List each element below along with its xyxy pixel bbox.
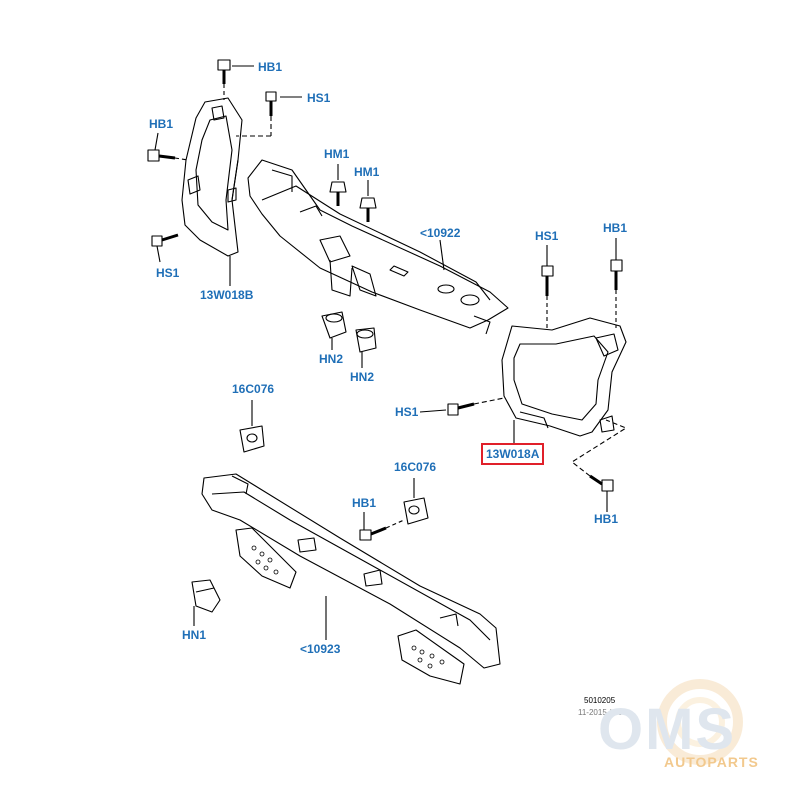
bolt-hb1-top: [217, 59, 254, 100]
label-13w018a-highlighted[interactable]: 13W018A: [481, 443, 545, 465]
bolt-hs1-mid: [419, 397, 505, 416]
label-hs1-mid: HS1: [395, 405, 419, 419]
ref-number: 5010205: [584, 696, 616, 705]
label-hs1-left: HS1: [156, 266, 180, 280]
ref-date: 11-2015 / 10: [578, 708, 623, 717]
label-hm1-b: HM1: [354, 165, 380, 179]
leader-10922: [439, 239, 445, 271]
bolt-hb1-right-bottom: [571, 419, 627, 512]
label-16c076-left: 16C076: [232, 382, 275, 396]
lower-beam-10923: [201, 473, 501, 685]
bolt-hb1-mid: [359, 512, 405, 541]
label-hs1-top: HS1: [307, 91, 331, 105]
watermark-gear-icon: [657, 679, 743, 765]
watermark-brand: OMS: [598, 697, 737, 762]
label-10922: <10922: [420, 226, 461, 240]
label-hn1: HN1: [182, 628, 207, 642]
clip-16c076-right: [403, 478, 429, 525]
right-bracket-13w018a: [501, 317, 627, 437]
label-hb1-left: HB1: [149, 117, 174, 131]
stud-hm1-a: [329, 164, 347, 206]
stud-hm1-b: [359, 180, 377, 222]
nut-hn1: [191, 579, 221, 626]
label-hm1-a: HM1: [324, 147, 350, 161]
bolt-hb1-right-top: [610, 238, 623, 328]
label-hn2-b: HN2: [350, 370, 375, 384]
upper-carrier-10922: [247, 159, 509, 335]
bolt-hs1-left: [151, 233, 179, 263]
nut-hn2-a: [321, 311, 347, 350]
label-16c076-right: 16C076: [394, 460, 437, 474]
label-hb1-right-bottom: HB1: [594, 512, 619, 526]
label-hn2-a: HN2: [319, 352, 344, 366]
label-10923: <10923: [300, 642, 341, 656]
label-13w018b: 13W018B: [200, 288, 254, 302]
clip-16c076-left: [239, 400, 265, 453]
bolt-hb1-left: [147, 132, 189, 162]
left-bracket-13w018b: [181, 97, 243, 257]
label-hb1-top: HB1: [258, 60, 283, 74]
bolt-hs1-right: [541, 245, 554, 330]
label-hb1-mid: HB1: [352, 496, 377, 510]
watermark-sub: AUTOPARTS: [664, 754, 759, 770]
nut-hn2-b: [355, 327, 377, 368]
label-hs1-right: HS1: [535, 229, 559, 243]
label-hb1-right-top: HB1: [603, 221, 628, 235]
bolt-hs1-top: [236, 91, 302, 137]
